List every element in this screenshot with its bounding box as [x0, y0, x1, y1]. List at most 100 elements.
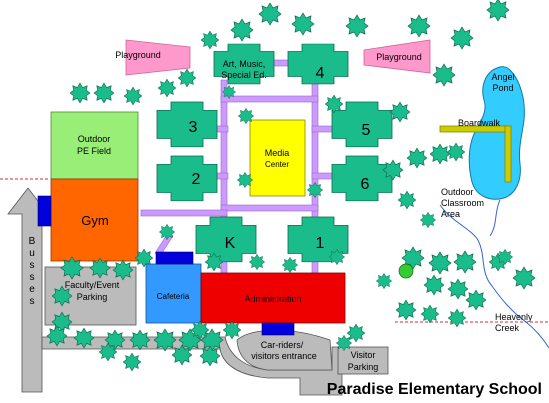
- car-riders-label-line1: Car-riders/: [261, 340, 304, 350]
- busses-letter: s: [30, 272, 35, 283]
- tree-icon: [447, 308, 467, 328]
- tree-icon: [397, 190, 417, 210]
- tree-icon: [158, 223, 176, 241]
- creek-branch: [489, 199, 501, 237]
- busses-letter: u: [29, 248, 35, 259]
- heavenly-creek-label-line1: Heavenly: [495, 312, 533, 322]
- tree-icon: [123, 86, 143, 106]
- busses-letter: e: [29, 284, 35, 295]
- tree-icon: [382, 159, 404, 181]
- faculty-parking-label-line1: Faculty/Event: [65, 280, 120, 290]
- playground-right: [363, 39, 431, 74]
- tree-icon: [335, 334, 353, 352]
- angel-pond-label-line2: Pond: [492, 83, 513, 93]
- tree-icon: [419, 211, 437, 229]
- tree-icon: [345, 14, 369, 38]
- building-room-2: [156, 155, 218, 202]
- tree-icon: [46, 325, 68, 347]
- faculty-parking-label-line2: Parking: [77, 292, 108, 302]
- map-labels: Playground Playground Art, Music, Specia…: [29, 50, 542, 398]
- tree-icon: [450, 26, 474, 50]
- room-4-label: 4: [316, 65, 325, 82]
- tree-icon: [375, 272, 393, 290]
- tree-icon: [98, 342, 118, 362]
- tree-icon: [429, 143, 451, 165]
- tree-icon: [200, 30, 220, 50]
- tree-icon: [89, 257, 111, 279]
- building-room-3: [156, 101, 218, 148]
- tree-icon: [171, 344, 193, 366]
- media-center-label-line1: Media: [265, 148, 290, 158]
- walkway-gym: [140, 209, 228, 217]
- outdoor-pe-label-line1: Outdoor: [78, 134, 111, 144]
- tree-icon: [204, 252, 224, 272]
- tree-icon: [395, 299, 417, 321]
- tree-icon: [291, 12, 315, 36]
- tree-icon: [248, 253, 266, 271]
- walkways: [140, 59, 339, 281]
- tree-icon: [122, 352, 142, 372]
- room-6-label: 6: [361, 176, 370, 193]
- outdoor-classroom-label-line2: Classroom: [441, 198, 484, 208]
- tree-icon: [446, 142, 466, 162]
- highlight-tree-icon: [398, 263, 414, 279]
- busses-letter: B: [29, 236, 36, 247]
- tree-icon: [112, 259, 134, 281]
- tree-icon: [93, 82, 115, 104]
- tree-icon: [420, 304, 440, 324]
- playground-left: [125, 39, 191, 76]
- room-5-label: 5: [362, 122, 371, 139]
- trees: [46, 0, 536, 372]
- tree-icon: [328, 248, 346, 266]
- tree-icon: [324, 94, 344, 114]
- tree-icon: [258, 2, 282, 26]
- tree-icon: [346, 323, 366, 343]
- tree-icon: [389, 101, 411, 123]
- boardwalk-label: Boardwalk: [458, 118, 501, 128]
- tree-icon: [230, 18, 254, 42]
- tree-icon: [447, 278, 469, 300]
- tree-icon: [222, 85, 236, 99]
- tree-icon: [428, 251, 452, 275]
- tree-icon: [60, 256, 84, 280]
- tree-icon: [496, 248, 514, 266]
- tree-icon: [222, 320, 242, 340]
- room-2-label: 2: [192, 171, 201, 188]
- gym-entrance-block: [37, 195, 52, 227]
- cafeteria-building: [145, 263, 202, 324]
- busses-letter: s: [30, 296, 35, 307]
- car-riders-entrance-lane: [236, 329, 333, 371]
- tree-icon: [69, 82, 91, 104]
- art-music-label-line1: Art, Music,: [223, 59, 266, 69]
- tree-icon: [306, 181, 324, 199]
- media-center: [249, 119, 306, 197]
- room-3-label: 3: [189, 119, 198, 136]
- tree-icon: [407, 14, 431, 38]
- busses-label: B u s s e s: [29, 236, 36, 307]
- tree-icon: [199, 345, 221, 367]
- outdoor-classroom-label-line3: Area: [441, 209, 460, 219]
- walkway-top: [220, 95, 319, 103]
- tree-icon: [177, 68, 197, 88]
- heavenly-creek-label-line2: Creek: [495, 323, 520, 333]
- cafeteria-entrance-block: [155, 251, 194, 265]
- outdoor-pe-field: [50, 111, 139, 180]
- tree-icon: [281, 256, 299, 274]
- room-1-label: 1: [316, 235, 325, 252]
- room-k-label: K: [225, 235, 236, 252]
- administration-label: Administration: [244, 294, 301, 304]
- visitor-parking: [337, 346, 389, 375]
- tree-icon: [423, 274, 445, 296]
- tree-icon: [236, 171, 254, 189]
- tree-icon: [432, 63, 456, 87]
- art-music-label-line2: Special Ed.: [221, 70, 267, 80]
- busses-letter: s: [30, 260, 35, 271]
- car-rider-loop: [41, 336, 343, 396]
- visitor-parking-label-line1: Visitor: [351, 350, 376, 360]
- heavenly-creek-line: [439, 204, 549, 349]
- tree-icon: [486, 0, 510, 22]
- tree-icon: [453, 250, 477, 274]
- tree-icon: [237, 107, 255, 125]
